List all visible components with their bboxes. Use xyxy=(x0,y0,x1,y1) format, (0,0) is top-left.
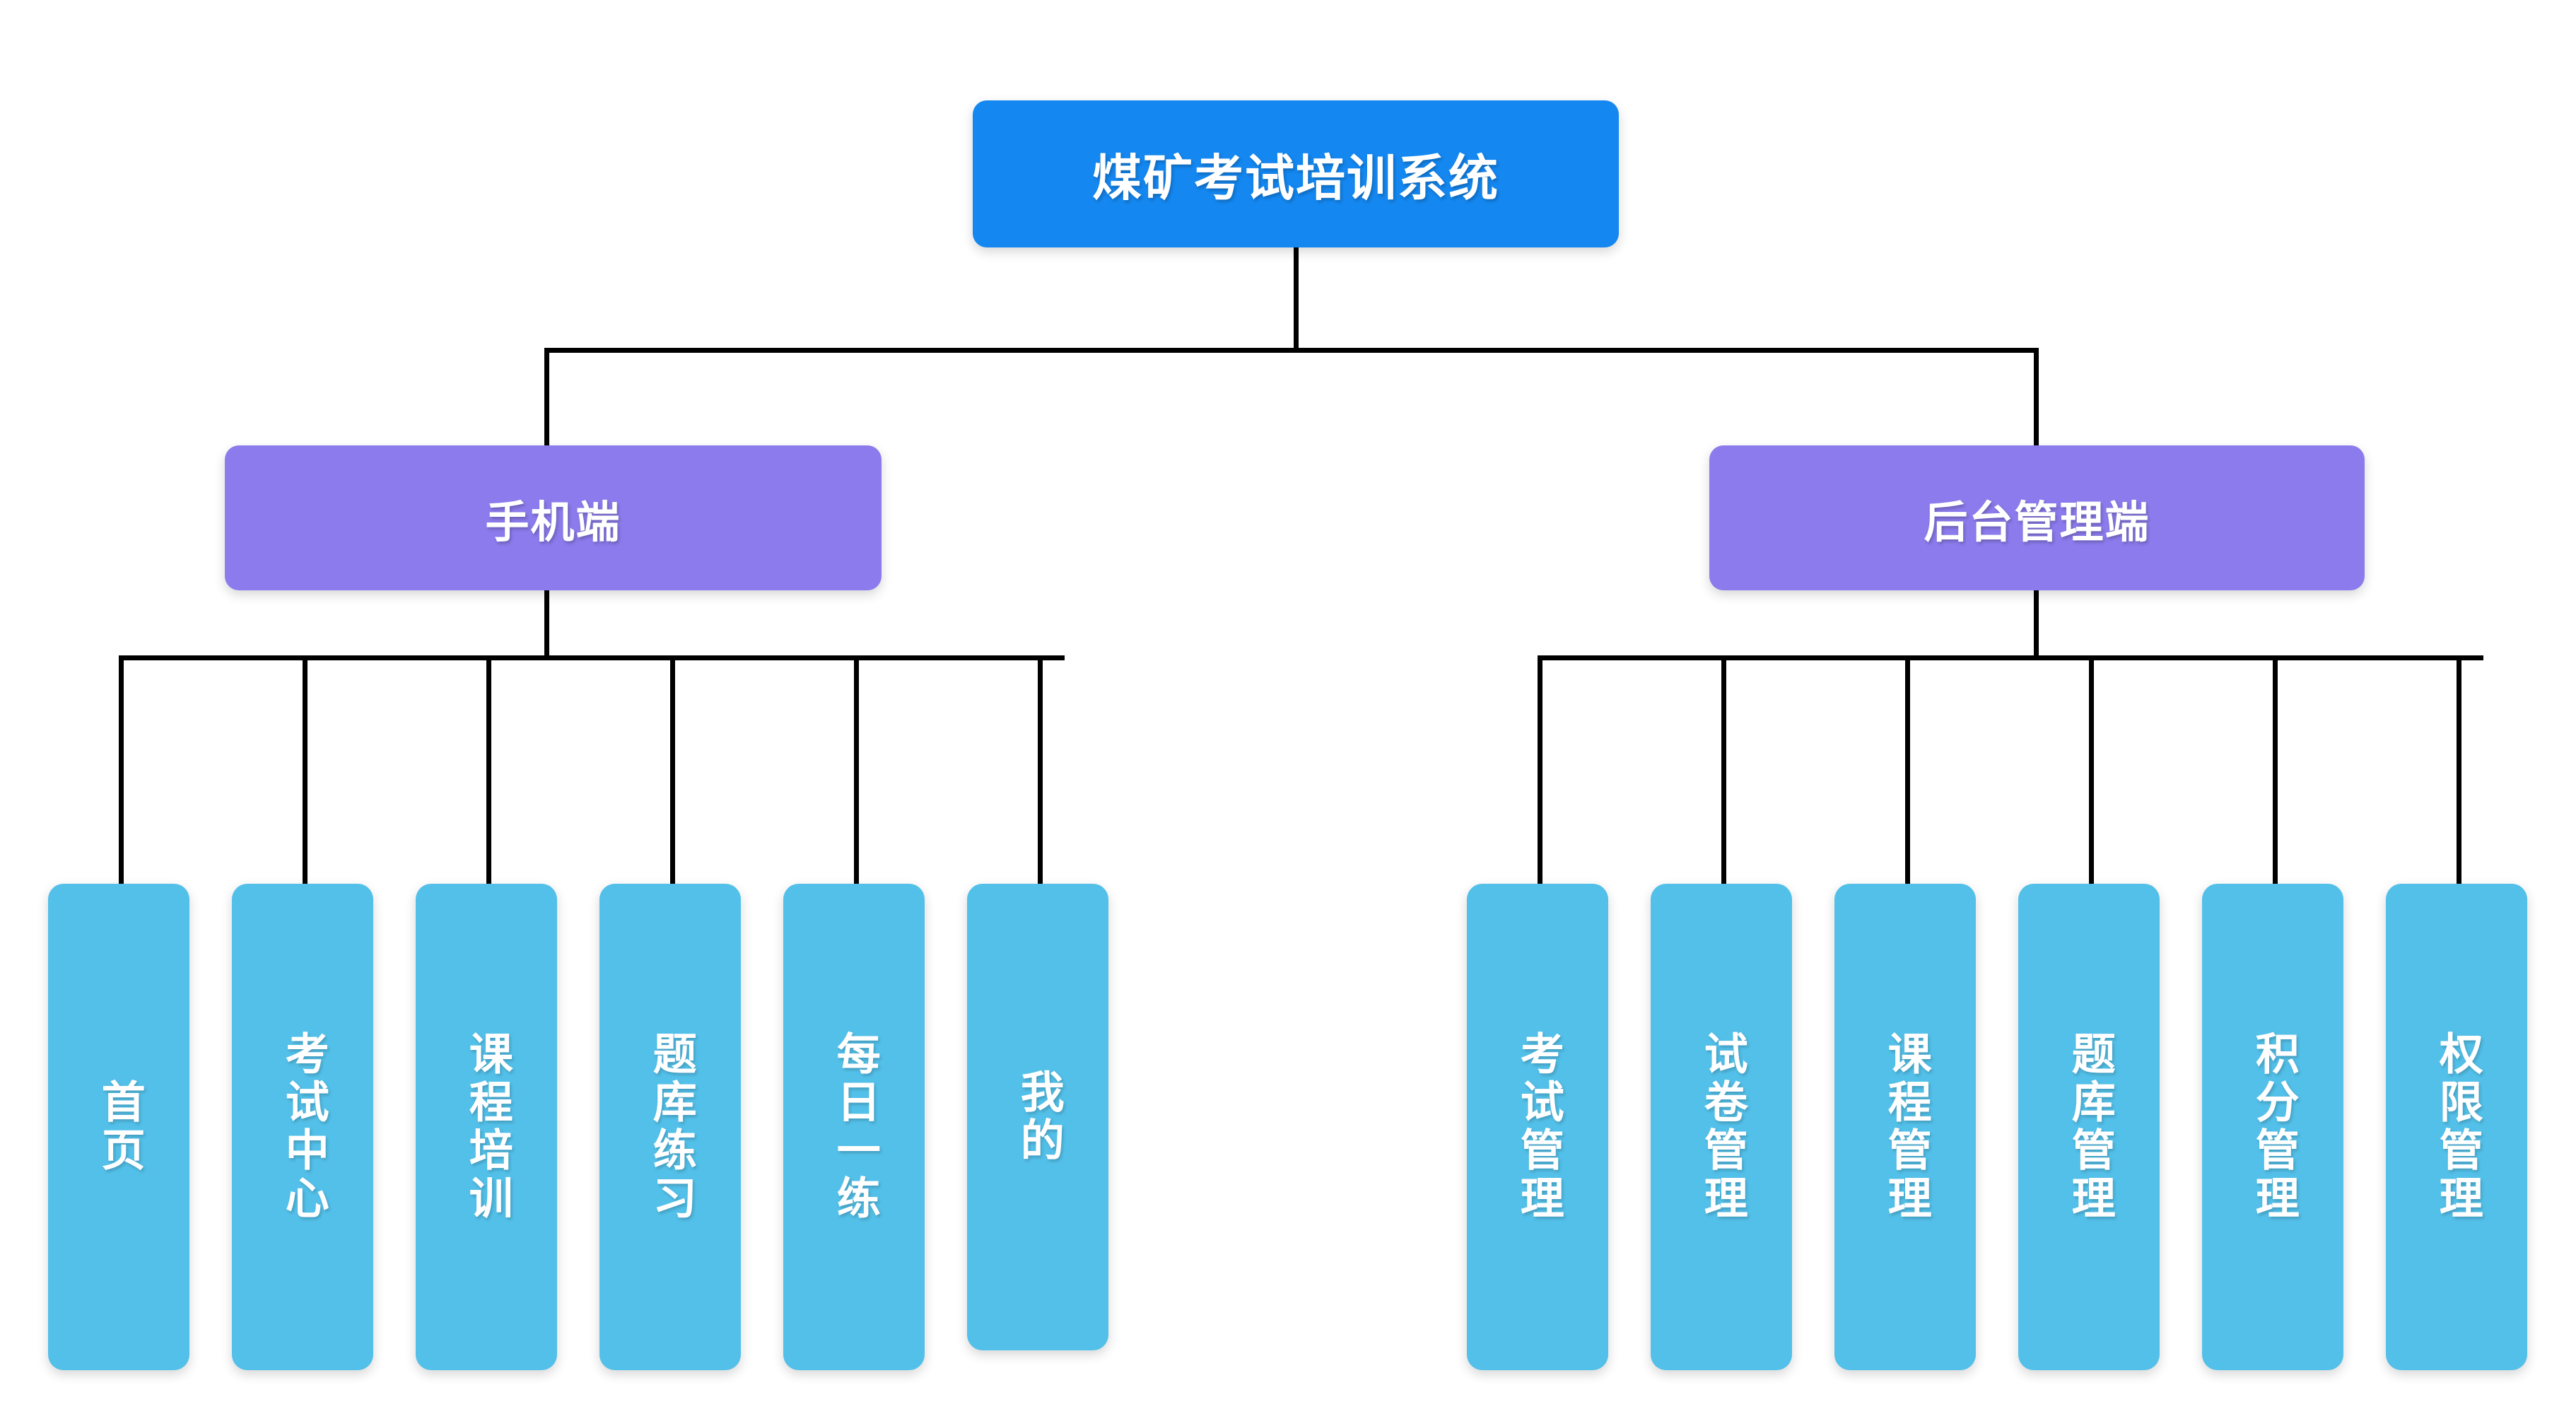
leaf-node-admin-6[interactable]: 权限管理 xyxy=(2386,884,2527,1370)
leaf-node-mobile-6[interactable]: 我的 xyxy=(967,884,1108,1350)
connector-admin-leaf-1 xyxy=(1538,655,1542,886)
connector-admin-leaf-5 xyxy=(2273,655,2278,886)
connector-mobile-leaf-1 xyxy=(119,655,124,886)
connector-mobile-leaf-6 xyxy=(1038,655,1043,886)
connector-admin-leaf-3 xyxy=(1905,655,1910,886)
connector-root-stem xyxy=(1294,247,1299,352)
connector-admin-leaf-6 xyxy=(2457,655,2461,886)
connector-mobile-leaf-3 xyxy=(486,655,491,886)
connector-branch-right-drop xyxy=(2034,348,2039,448)
connector-admin-stem xyxy=(2034,590,2039,660)
leaf-node-mobile-1[interactable]: 首页 xyxy=(48,884,189,1370)
connector-admin-leaf-4 xyxy=(2089,655,2094,886)
connector-mobile-stem xyxy=(544,590,549,660)
connector-admin-leaf-2 xyxy=(1721,655,1726,886)
leaf-node-admin-5[interactable]: 积分管理 xyxy=(2202,884,2343,1370)
connector-mobile-leaf-4 xyxy=(670,655,675,886)
connector-root-bar xyxy=(544,348,2039,353)
connector-mobile-bar xyxy=(119,655,1065,660)
leaf-node-mobile-4[interactable]: 题库练习 xyxy=(599,884,741,1370)
leaf-node-mobile-5[interactable]: 每日一练 xyxy=(783,884,925,1370)
root-node[interactable]: 煤矿考试培训系统 xyxy=(973,100,1619,247)
leaf-node-mobile-3[interactable]: 课程培训 xyxy=(416,884,557,1370)
leaf-node-mobile-2[interactable]: 考试中心 xyxy=(232,884,373,1370)
leaf-node-admin-4[interactable]: 题库管理 xyxy=(2018,884,2160,1370)
branch-node-mobile[interactable]: 手机端 xyxy=(225,445,882,590)
leaf-node-admin-2[interactable]: 试卷管理 xyxy=(1651,884,1792,1370)
connector-admin-bar xyxy=(1538,655,2483,660)
connector-branch-left-drop xyxy=(544,348,549,448)
connector-mobile-leaf-5 xyxy=(854,655,859,886)
leaf-node-admin-3[interactable]: 课程管理 xyxy=(1834,884,1976,1370)
branch-node-admin[interactable]: 后台管理端 xyxy=(1709,445,2365,590)
connector-mobile-leaf-2 xyxy=(303,655,308,886)
leaf-node-admin-1[interactable]: 考试管理 xyxy=(1467,884,1608,1370)
